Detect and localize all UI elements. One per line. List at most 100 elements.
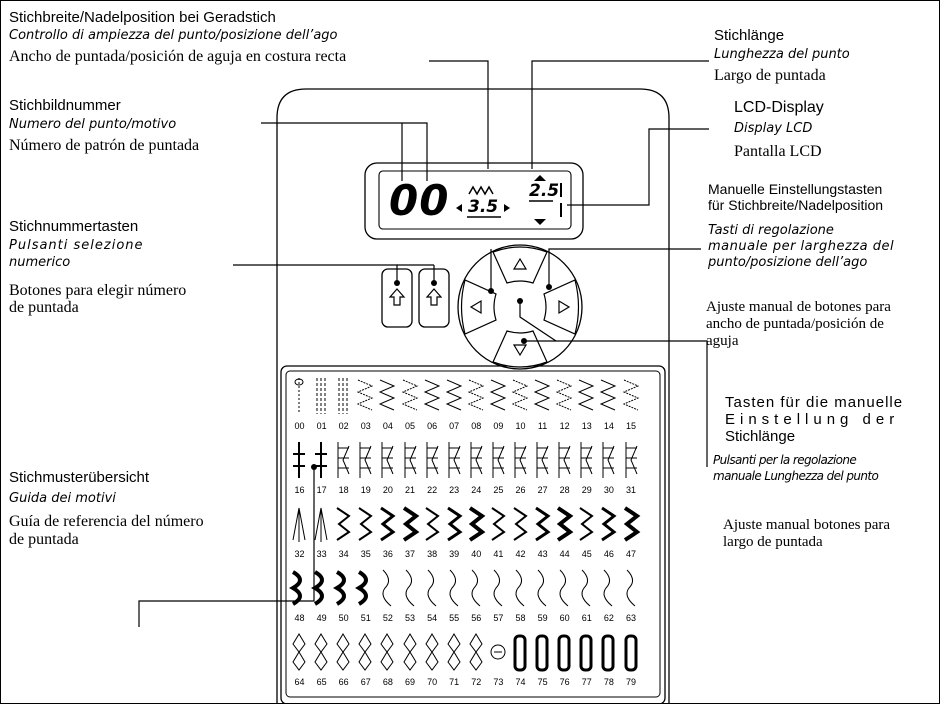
label-manual-length-es2: largo de puntada (723, 534, 823, 550)
lcd-screen (378, 170, 572, 230)
up-triangle-icon (512, 257, 528, 270)
stitch-number-label: 73 (493, 677, 504, 687)
stitch-icon (492, 442, 505, 478)
stitch-pattern-26: 26 (510, 438, 531, 504)
stitch-number-label: 03 (360, 421, 371, 431)
label-number-keys-es1: Botones para elegir número (9, 282, 187, 299)
stitch-number-label: 53 (404, 613, 415, 623)
stitch-icon (535, 506, 551, 542)
stitch-pattern-01: 01 (311, 374, 332, 440)
stitch-number-label: 12 (559, 421, 570, 431)
stitch-icon (580, 442, 593, 478)
stitch-number-label: 14 (603, 421, 614, 431)
stitch-icon (379, 379, 396, 411)
dial-ring (457, 244, 583, 370)
stitch-pattern-76: 76 (554, 630, 575, 696)
stitch-icon (425, 507, 440, 541)
stitch-pattern-64: 64 (289, 630, 310, 696)
stitch-icon (601, 634, 615, 672)
pattern-guide-inner (285, 370, 661, 698)
pattern-guide-outer (280, 365, 666, 703)
stitch-number-label: 79 (625, 677, 636, 687)
stitch-pattern-36: 36 (377, 502, 398, 568)
stitch-number-label: 35 (360, 549, 371, 559)
stitch-number-label: 36 (382, 549, 393, 559)
stitch-icon (470, 442, 483, 478)
stitch-number-label: 05 (404, 421, 415, 431)
stitch-pattern-79: 79 (621, 630, 642, 696)
stitch-icon (469, 633, 483, 671)
stitch-icon (402, 633, 417, 671)
label-number-keys-es2: de puntada (9, 299, 79, 316)
stitch-pattern-00: 00 (289, 374, 310, 440)
stitch-pattern-58: 58 (510, 566, 531, 632)
stitch-number-label: 46 (603, 549, 614, 559)
stitch-pattern-47: 47 (621, 502, 642, 568)
stitch-icon (624, 634, 637, 672)
label-lcd-de: LCD-Display (734, 99, 824, 116)
stitch-icon (448, 442, 461, 478)
stitch-icon (602, 442, 615, 478)
stitch-icon (471, 569, 481, 607)
stitch-icon (337, 442, 350, 478)
stitch-icon (292, 507, 306, 542)
stitch-icon (338, 378, 348, 414)
stitch-pattern-23: 23 (444, 438, 465, 504)
lcd-pattern-number: 00 (389, 176, 450, 225)
stitch-icon (314, 507, 328, 542)
stitch-number-label: 19 (360, 485, 371, 495)
stitch-pattern-22: 22 (422, 438, 443, 504)
stitch-pattern-27: 27 (532, 438, 553, 504)
stitch-pattern-14: 14 (598, 374, 619, 440)
stitch-icon (358, 633, 372, 671)
zigzag-icon (468, 185, 494, 196)
stitch-icon (336, 507, 351, 541)
stitch-pattern-16: 16 (289, 438, 310, 504)
stitch-pattern-52: 52 (377, 566, 398, 632)
stitch-pattern-72: 72 (466, 630, 487, 696)
stitch-number-label: 34 (338, 549, 349, 559)
lcd-arrows (456, 175, 546, 225)
stitch-number-label: 59 (537, 613, 548, 623)
stitch-number-label: 08 (471, 421, 482, 431)
stitch-pattern-48: 48 (289, 566, 310, 632)
stitch-icon (513, 507, 528, 541)
panel-outline (276, 88, 670, 703)
lcd-length-value: 2.5 (529, 181, 560, 201)
stitch-pattern-02: 02 (333, 374, 354, 440)
stitch-icon (380, 633, 394, 671)
stitch-number-label: 13 (581, 421, 592, 431)
stitch-pattern-18: 18 (333, 438, 354, 504)
stitch-icon (315, 442, 328, 478)
stitch-icon (292, 633, 306, 671)
stitch-number-label: 77 (581, 677, 592, 687)
stitch-pattern-32: 32 (289, 502, 310, 568)
stitch-icon (468, 506, 486, 542)
stitch-number-label: 43 (537, 549, 548, 559)
stitch-number-label: 04 (382, 421, 393, 431)
stitch-icon (625, 442, 637, 478)
stitch-pattern-05: 05 (400, 374, 421, 440)
stitch-pattern-66: 66 (333, 630, 354, 696)
stitch-pattern-43: 43 (532, 502, 553, 568)
stitch-icon (381, 442, 394, 478)
stitch-icon (556, 506, 574, 542)
label-lcd-es: Pantalla LCD (734, 143, 822, 160)
stitch-pattern-11: 11 (532, 374, 553, 440)
stitch-number-label: 68 (382, 677, 393, 687)
stitch-icon (427, 569, 436, 607)
left-triangle-icon (469, 299, 482, 315)
stitch-icon (404, 442, 416, 478)
label-manual-length-de1: Tasten für die manuelle (725, 394, 904, 411)
stitch-number-label: 70 (427, 677, 438, 687)
stitch-number-label: 57 (493, 613, 504, 623)
stitch-number-label: 63 (625, 613, 636, 623)
stitch-pattern-21: 21 (400, 438, 421, 504)
stitch-number-label: 27 (537, 485, 548, 495)
label-stitch-number-it: Numero del punto/motivo (9, 117, 177, 132)
stitch-number-label: 42 (515, 549, 526, 559)
stitch-pattern-37: 37 (400, 502, 421, 568)
stitch-number-label: 49 (316, 613, 327, 623)
label-stitch-number-de: Stichbildnummer (9, 97, 121, 114)
